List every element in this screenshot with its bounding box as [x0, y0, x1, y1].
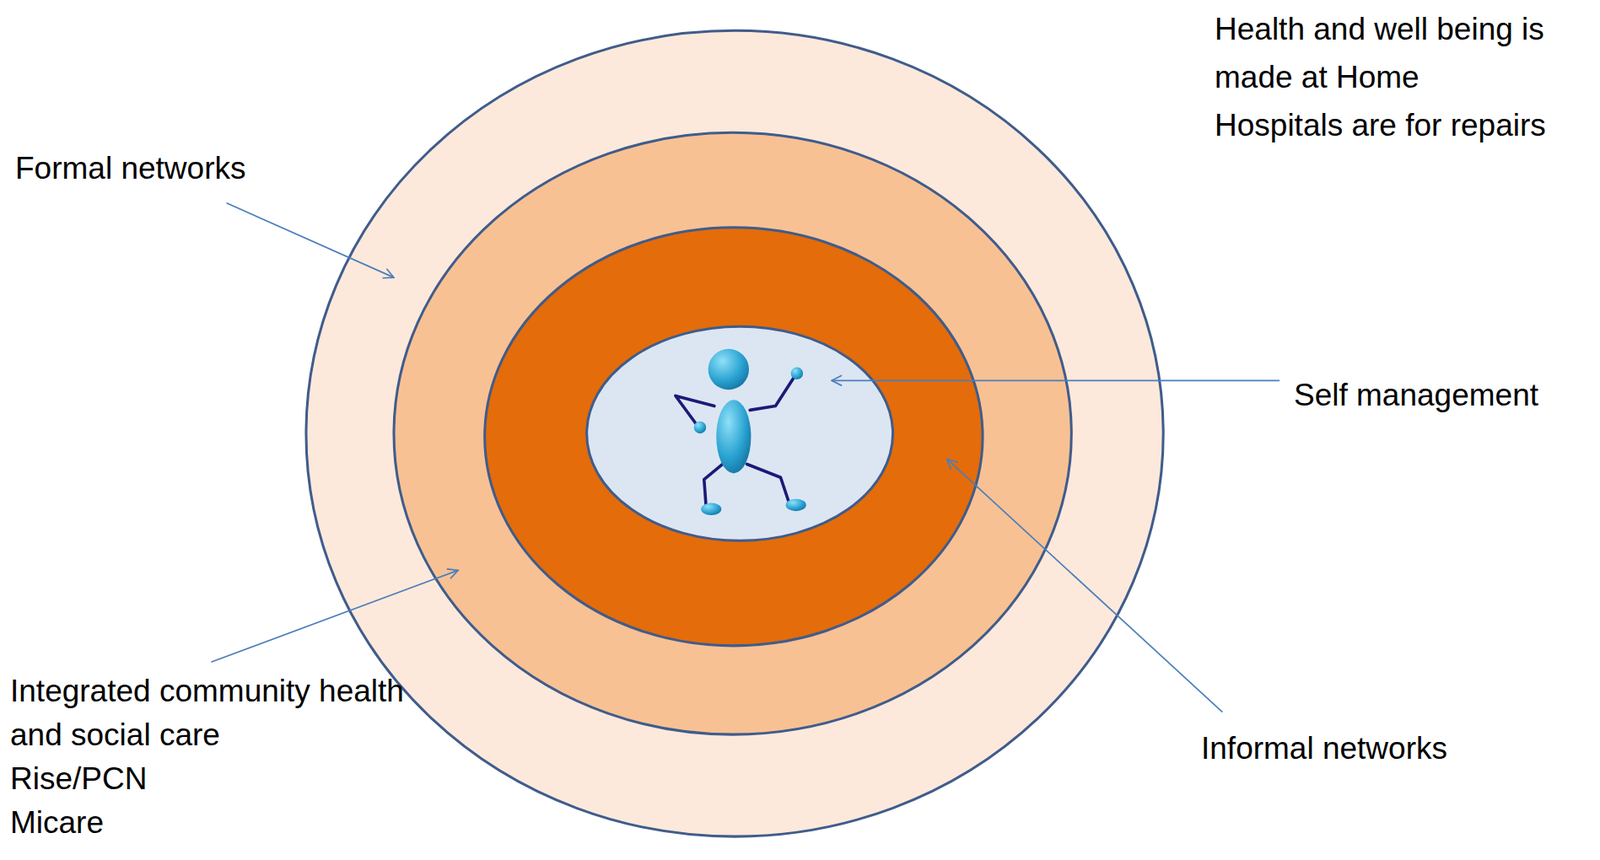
label-group: Health and well being is made at HomeHos… [1214, 5, 1569, 150]
leader-arrow [947, 458, 1223, 712]
community-ring [393, 132, 1072, 735]
leader-arrow [831, 379, 1280, 382]
annotation-label: Formal networks [15, 150, 246, 188]
person-figure [675, 349, 807, 516]
annotation-label: Micare [10, 801, 407, 846]
annotation-label: Informal networks [1201, 730, 1448, 768]
leader-arrow [210, 570, 458, 663]
annotation-label: Hospitals are for repairs [1214, 101, 1569, 150]
formal-ring [306, 30, 1164, 837]
label-group: Integrated community health and social c… [10, 669, 407, 846]
annotation-label: Self management [1293, 377, 1539, 415]
leader-arrows [210, 203, 1280, 713]
annotation-label: Integrated community health and social c… [10, 669, 407, 758]
self-core [587, 326, 894, 541]
annotation-label: Rise/PCN [10, 757, 407, 802]
leader-arrow [226, 203, 394, 278]
annotation-label: Health and well being is made at Home [1214, 5, 1569, 102]
informal-ring [484, 227, 983, 647]
